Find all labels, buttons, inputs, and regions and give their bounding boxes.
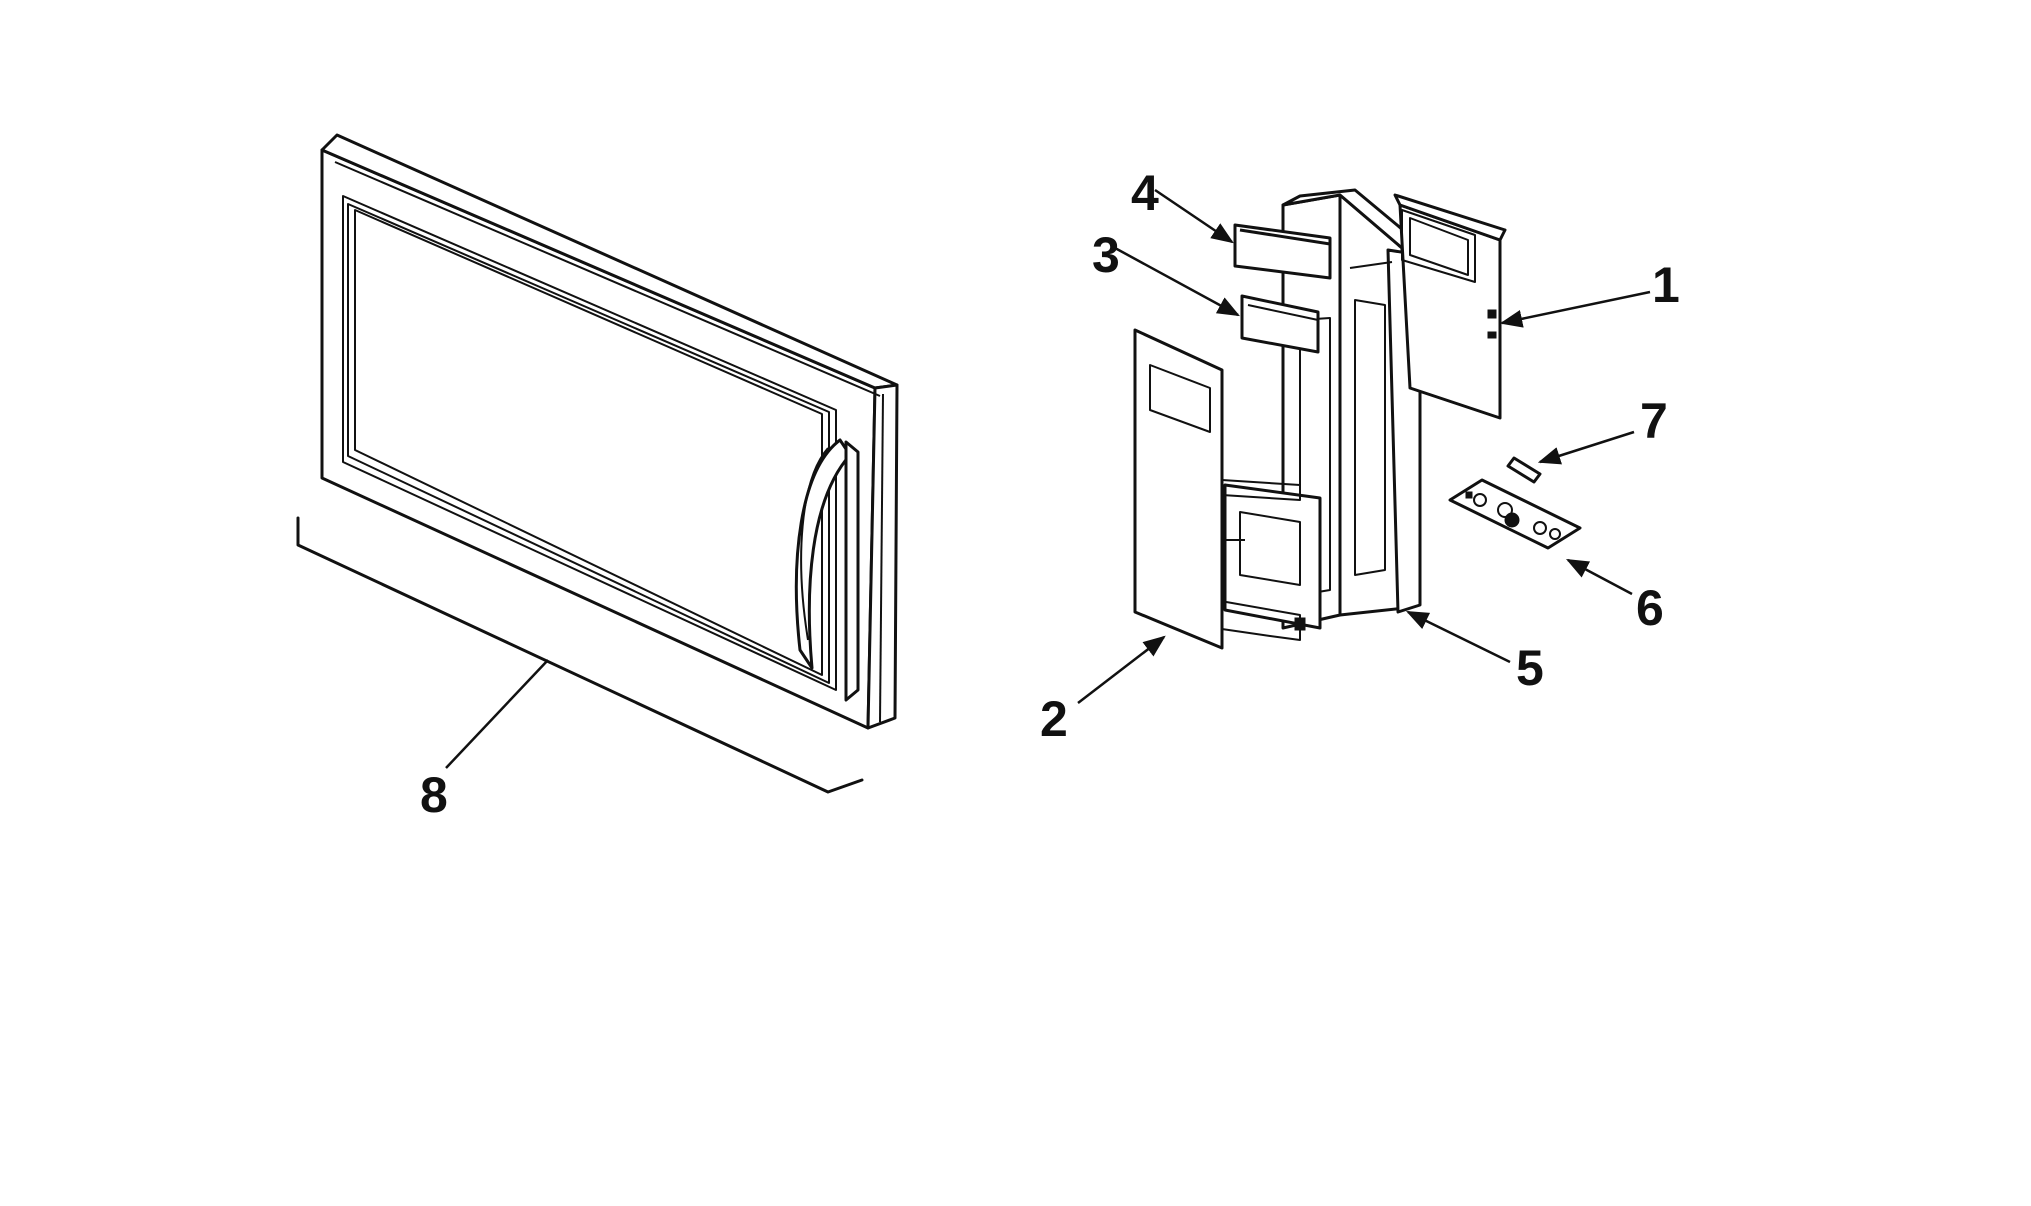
display-filter — [1240, 294, 1320, 354]
callout-8: 8 — [420, 767, 448, 823]
door-assembly — [320, 133, 899, 730]
callout-2: 2 — [1040, 691, 1068, 747]
panel-front-plate — [1214, 483, 1322, 641]
door-bracket-line — [296, 516, 864, 794]
touch-keypad — [1133, 328, 1301, 650]
callout-3: 3 — [1092, 227, 1120, 283]
display-window-film — [1233, 223, 1332, 280]
callout-1: 1 — [1652, 257, 1680, 313]
control-board — [1393, 193, 1507, 420]
callout-7: 7 — [1640, 393, 1668, 449]
callout-6: 6 — [1636, 580, 1664, 636]
callout-4: 4 — [1131, 165, 1159, 221]
small-component — [1506, 456, 1542, 484]
leader-lines — [1077, 188, 1651, 704]
small-circuit-board — [1448, 478, 1582, 550]
callout-5: 5 — [1516, 640, 1544, 696]
